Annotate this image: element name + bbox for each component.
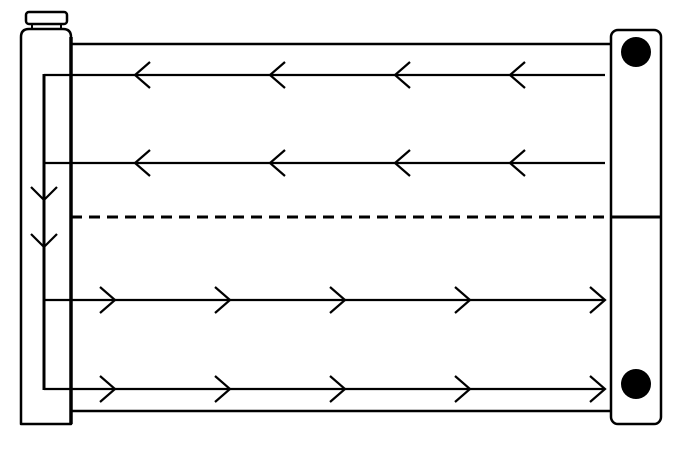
arrow-left-icon bbox=[508, 149, 526, 177]
arrow-left-icon bbox=[393, 61, 411, 89]
arrow-right-icon bbox=[454, 375, 472, 403]
arrow-right-icon bbox=[214, 375, 232, 403]
arrow-right-icon bbox=[589, 375, 607, 403]
arrow-left-icon bbox=[133, 61, 151, 89]
arrow-right-icon bbox=[454, 286, 472, 314]
arrow-right-icon bbox=[329, 286, 347, 314]
right-tank bbox=[609, 28, 663, 426]
filler-cap-icon bbox=[24, 10, 69, 26]
arrow-down-icon bbox=[30, 186, 58, 202]
arrow-right-icon bbox=[329, 375, 347, 403]
arrow-left-icon bbox=[268, 61, 286, 89]
arrow-right-icon bbox=[99, 375, 117, 403]
arrow-left-icon bbox=[508, 61, 526, 89]
arrow-right-icon bbox=[99, 286, 117, 314]
arrow-right-icon bbox=[214, 286, 232, 314]
arrow-left-icon bbox=[393, 149, 411, 177]
top-port-icon bbox=[621, 37, 651, 67]
arrow-left-icon bbox=[268, 149, 286, 177]
left-tank bbox=[19, 27, 73, 426]
arrow-down-icon bbox=[30, 233, 58, 249]
arrow-left-icon bbox=[133, 149, 151, 177]
arrow-right-icon bbox=[589, 286, 607, 314]
bottom-port-icon bbox=[621, 369, 651, 399]
